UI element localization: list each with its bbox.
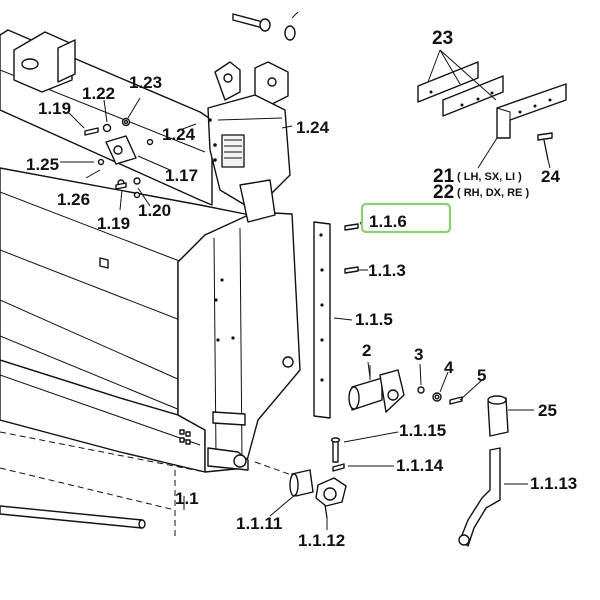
leader-lines <box>60 49 551 530</box>
long-rod <box>0 505 146 529</box>
label-1-1-11: 1.1.11 <box>236 514 282 533</box>
top-bracket <box>13 31 76 93</box>
label-1-1-6: 1.1.6 <box>369 212 407 231</box>
label-1-22: 1.22 <box>82 84 115 103</box>
highlight-box-1-1-6 <box>360 202 452 234</box>
label-1-24-b: 1.24 <box>296 118 330 137</box>
label-1-24-a: 1.24 <box>162 125 196 144</box>
label-1-19-b: 1.19 <box>97 214 130 233</box>
label-24: 24 <box>541 167 560 186</box>
label-1-17: 1.17 <box>165 166 198 185</box>
label-1-20: 1.20 <box>138 201 171 220</box>
label-1-1-12: 1.1.12 <box>298 531 345 550</box>
label-4: 4 <box>444 358 454 377</box>
main-housing <box>0 29 301 540</box>
label-1-1-3: 1.1.3 <box>368 261 406 280</box>
strip-1-1-5 <box>313 221 331 419</box>
label-3: 3 <box>414 345 423 364</box>
label-1-23: 1.23 <box>129 73 162 92</box>
pins-lower <box>330 437 345 472</box>
label-21-note: ( LH, SX, LI ) <box>457 171 522 183</box>
bolt-24 <box>537 132 553 161</box>
small-hardware <box>417 386 463 405</box>
label-22-note: ( RH, DX, RE ) <box>457 187 529 199</box>
label-1-26: 1.26 <box>57 190 90 209</box>
motor-assembly <box>207 61 291 223</box>
label-23: 23 <box>432 28 453 49</box>
label-1-1-5: 1.1.5 <box>355 310 393 329</box>
label-1-19-a: 1.19 <box>38 99 71 118</box>
bracket-plates <box>417 61 567 139</box>
label-22: 22 <box>433 182 454 203</box>
bushing-collar <box>289 469 347 519</box>
label-1-1: 1.1 <box>175 489 199 508</box>
label-1-25: 1.25 <box>26 155 59 174</box>
screws <box>344 223 359 274</box>
label-21: 21 <box>433 166 455 187</box>
label-1-1-15: 1.1.15 <box>399 421 446 440</box>
label-5: 5 <box>477 366 486 385</box>
label-25: 25 <box>538 401 557 420</box>
hinge-hardware <box>84 117 154 199</box>
top-pin <box>232 11 299 41</box>
label-1-1-13: 1.1.13 <box>530 474 577 493</box>
lever-1-1-13 <box>458 395 509 547</box>
pivot-shaft-2 <box>348 365 405 413</box>
callout-labels: 1.22 1.23 1.19 1.24 1.24 1.25 1.17 1.26 … <box>26 28 577 550</box>
label-1-1-14: 1.1.14 <box>396 456 444 475</box>
label-2: 2 <box>362 341 371 360</box>
